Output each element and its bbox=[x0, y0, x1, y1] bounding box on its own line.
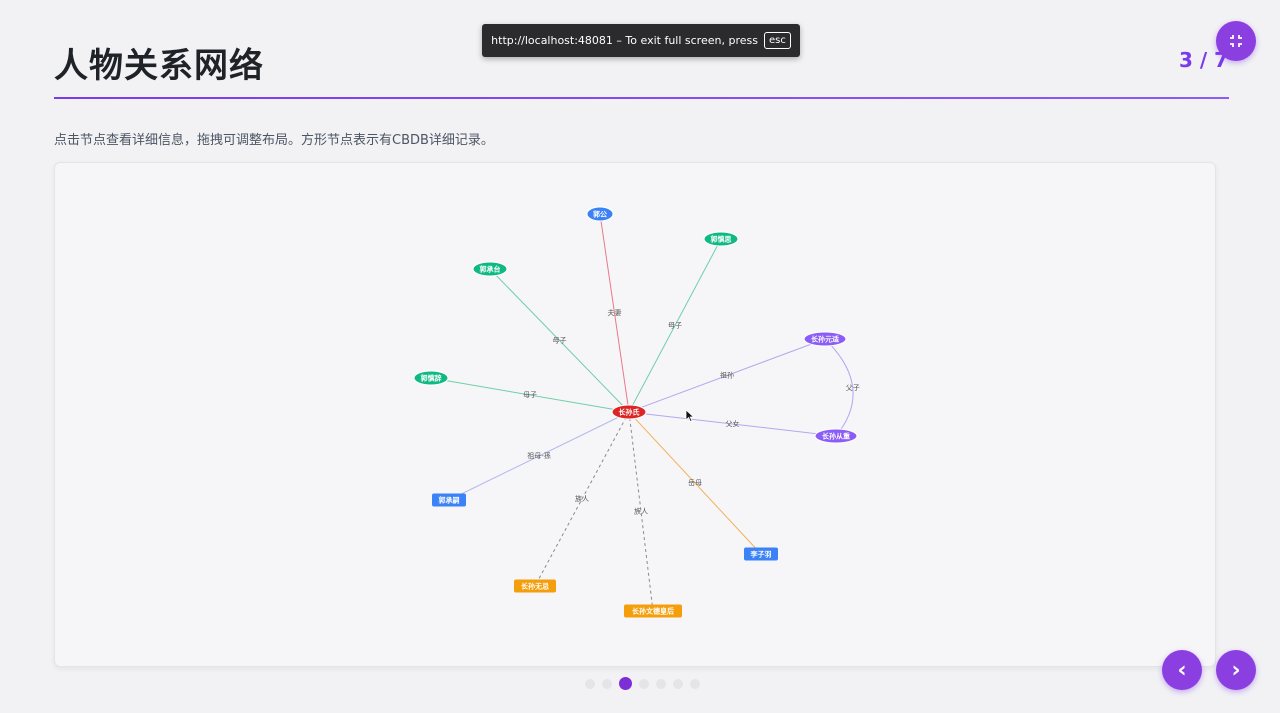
slide-title: 人物关系网络 bbox=[54, 46, 264, 86]
graph-edge-csyd-cscz bbox=[824, 338, 854, 437]
graph-edge-center-gsc bbox=[430, 377, 630, 413]
graph-edge-label: 父女 bbox=[726, 419, 740, 428]
graph-node-label: 郭慎辞 bbox=[421, 374, 442, 383]
graph-edge-label: 母子 bbox=[553, 337, 567, 345]
graph-node-cscz[interactable]: 长孙从重 bbox=[814, 428, 858, 444]
graph-edge-label: 族人 bbox=[634, 507, 648, 516]
graph-edge-label: 父子 bbox=[846, 384, 860, 392]
graph-edge-center-cswj bbox=[534, 411, 630, 587]
pagination-dot-6[interactable] bbox=[673, 678, 683, 689]
pagination-dot-7[interactable] bbox=[690, 678, 700, 689]
graph-node-label: 李子羽 bbox=[750, 550, 772, 559]
graph-edge-center-guogong bbox=[599, 213, 630, 413]
graph-node-label: 郭承台 bbox=[480, 265, 501, 274]
graph-edge-label: 岳母 bbox=[688, 479, 702, 487]
graph-edge-label: 祖孙 bbox=[720, 371, 734, 380]
title-divider bbox=[54, 97, 1229, 99]
fullscreen-toast: http://localhost:48081 – To exit full sc… bbox=[482, 24, 800, 57]
prev-slide-button[interactable]: ‹ bbox=[1162, 650, 1202, 690]
graph-node-shape[interactable] bbox=[514, 579, 556, 593]
esc-key-hint: esc bbox=[763, 32, 791, 49]
graph-node-shape[interactable] bbox=[814, 428, 858, 444]
graph-edge-label: 母子 bbox=[523, 391, 537, 399]
graph-node-label: 郭公 bbox=[593, 210, 607, 219]
graph-node-cswdhh[interactable]: 长孙文德皇后 bbox=[624, 604, 682, 618]
fullscreen-toast-text: http://localhost:48081 – To exit full sc… bbox=[491, 34, 758, 47]
graph-edge-center-lzy bbox=[628, 411, 762, 555]
relationship-graph[interactable]: 夫妻母子母子母子祖孙父女父子祖母-孫岳母族人族人长孙氏郭公郭慎思郭承台郭慎辞长孙… bbox=[55, 163, 1215, 666]
graph-node-label: 郭慎思 bbox=[711, 235, 732, 244]
graph-node-label: 长孙从重 bbox=[822, 432, 850, 441]
graph-node-cswj[interactable]: 长孙无忌 bbox=[514, 579, 556, 593]
graph-node-center[interactable]: 长孙氏 bbox=[611, 404, 647, 420]
graph-node-shape[interactable] bbox=[472, 261, 508, 277]
graph-edge-center-csyd bbox=[628, 338, 826, 413]
pagination-dot-4[interactable] bbox=[639, 678, 649, 689]
pagination-dots bbox=[585, 677, 700, 690]
graph-node-shape[interactable] bbox=[803, 331, 847, 347]
pagination-dot-3[interactable] bbox=[619, 677, 632, 690]
pagination-dot-5[interactable] bbox=[656, 678, 666, 689]
graph-node-label: 长孙元适 bbox=[811, 335, 839, 344]
graph-edge-center-cscz bbox=[628, 411, 837, 437]
pagination-dot-1[interactable] bbox=[585, 678, 595, 689]
slide-description: 点击节点查看详细信息，拖拽可调整布局。方形节点表示有CBDB详细记录。 bbox=[54, 133, 494, 148]
graph-node-shape[interactable] bbox=[703, 231, 739, 247]
graph-node-shape[interactable] bbox=[744, 547, 778, 561]
graph-node-shape[interactable] bbox=[611, 404, 647, 420]
fullscreen-exit-icon bbox=[1230, 35, 1242, 47]
graph-node-label: 长孙文德皇后 bbox=[632, 607, 674, 616]
graph-edge-center-gct bbox=[489, 268, 630, 413]
graph-node-lzy[interactable]: 李子羽 bbox=[744, 547, 778, 561]
graph-node-label: 长孙无忌 bbox=[521, 582, 549, 591]
pagination-dot-2[interactable] bbox=[602, 678, 612, 689]
mouse-cursor-icon bbox=[685, 409, 695, 423]
graph-node-gsc[interactable]: 郭慎辞 bbox=[413, 370, 449, 386]
next-slide-button[interactable]: › bbox=[1216, 650, 1256, 690]
graph-node-gct[interactable]: 郭承台 bbox=[472, 261, 508, 277]
graph-node-label: 郭承嗣 bbox=[439, 496, 460, 505]
graph-edge-center-gsx bbox=[628, 238, 722, 413]
graph-edge-center-gcs bbox=[448, 411, 630, 501]
graph-edge-label: 夫妻 bbox=[608, 308, 622, 317]
fullscreen-button[interactable] bbox=[1216, 21, 1256, 61]
graph-edge-label: 祖母-孫 bbox=[527, 451, 551, 460]
graph-node-csyd[interactable]: 长孙元适 bbox=[803, 331, 847, 347]
relationship-graph-panel[interactable]: 夫妻母子母子母子祖孙父女父子祖母-孫岳母族人族人长孙氏郭公郭慎思郭承台郭慎辞长孙… bbox=[54, 162, 1216, 667]
graph-node-shape[interactable] bbox=[432, 493, 466, 507]
graph-node-shape[interactable] bbox=[624, 604, 682, 618]
graph-edge-label: 母子 bbox=[668, 322, 682, 330]
graph-node-label: 长孙氏 bbox=[619, 408, 640, 417]
graph-node-gsx[interactable]: 郭慎思 bbox=[703, 231, 739, 247]
graph-node-guogong[interactable]: 郭公 bbox=[586, 206, 614, 222]
graph-node-shape[interactable] bbox=[413, 370, 449, 386]
graph-node-shape[interactable] bbox=[586, 206, 614, 222]
graph-edge-label: 族人 bbox=[575, 494, 589, 503]
graph-node-gcs[interactable]: 郭承嗣 bbox=[432, 493, 466, 507]
